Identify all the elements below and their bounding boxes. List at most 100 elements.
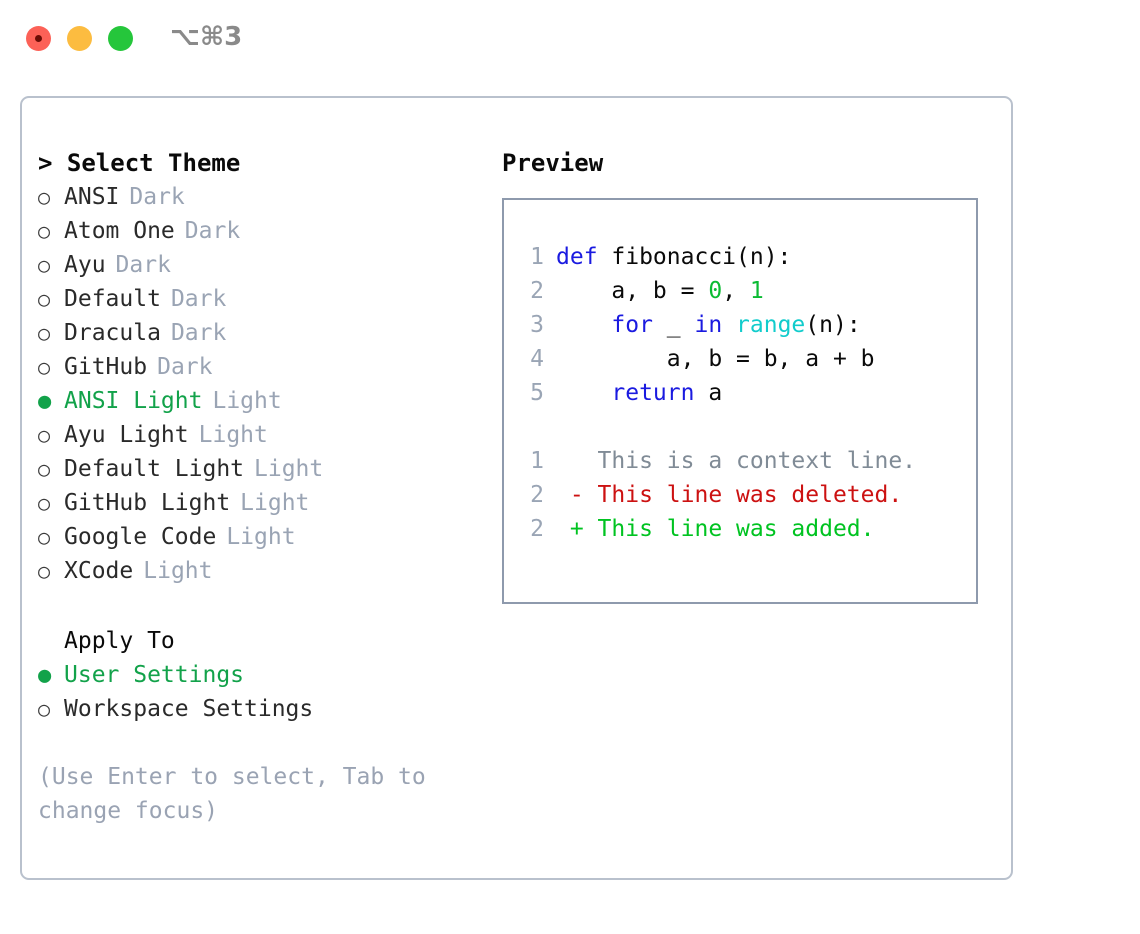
radio-unselected-icon: ○	[38, 321, 51, 345]
radio-unselected-icon: ○	[38, 355, 51, 379]
code-token: a	[694, 380, 723, 406]
theme-option-label: Dracula	[64, 320, 161, 346]
code-text: for _ in range(n):	[556, 308, 861, 342]
apply-to-option-label: Workspace Settings	[64, 696, 314, 722]
diff-text: This is a context line.	[556, 448, 917, 474]
code-text: def fibonacci(n):	[556, 240, 791, 274]
page-title: > Select Theme	[38, 149, 241, 177]
theme-option-label: Ayu Light	[64, 422, 189, 448]
radio-selected-icon: ●	[38, 663, 52, 688]
preview-title: Preview	[502, 149, 604, 177]
code-text: return a	[556, 376, 722, 410]
radio-unselected-icon: ○	[38, 457, 51, 481]
theme-option-label: Atom One	[64, 218, 175, 244]
theme-option-label: Default	[64, 286, 161, 312]
theme-option-variant: Light	[226, 524, 296, 550]
theme-option-variant: Light	[143, 558, 213, 584]
apply-to-title: Apply To	[64, 628, 175, 654]
code-token: a, b = b, a + b	[556, 346, 875, 372]
theme-option-variant: Light	[240, 490, 310, 516]
line-number: 5	[530, 380, 544, 406]
theme-option-variant: Dark	[115, 252, 171, 278]
diff-text: - This line was deleted.	[556, 482, 903, 508]
radio-unselected-icon: ○	[38, 287, 51, 311]
theme-option-label: Ayu	[64, 252, 106, 278]
theme-option-label: XCode	[64, 558, 134, 584]
theme-option-variant: Dark	[157, 354, 213, 380]
keyboard-shortcut-label: ⌥⌘3	[170, 22, 243, 52]
keyboard-hint: (Use Enter to select, Tab to change focu…	[38, 764, 440, 824]
theme-option[interactable]: ○ Default Light Light	[38, 452, 478, 486]
traffic-lights	[26, 26, 133, 51]
code-token	[556, 312, 611, 338]
theme-option[interactable]: ○ Dracula Dark	[38, 316, 478, 350]
theme-option-label: ANSI Light	[64, 388, 203, 414]
line-number: 1	[530, 448, 544, 474]
code-token: a, b =	[556, 278, 709, 304]
code-diff-spacer	[514, 410, 970, 444]
theme-option[interactable]: ○ Ayu Dark	[38, 248, 478, 282]
theme-option-label: Google Code	[64, 524, 217, 550]
code-text: a, b = 0, 1	[556, 274, 764, 308]
minimize-button[interactable]	[67, 26, 92, 51]
theme-option-label: ANSI	[64, 184, 120, 210]
theme-option-variant: Dark	[170, 286, 227, 312]
title-bar: ⌥⌘3	[0, 0, 1140, 78]
diff-line: 1 This is a context line.	[514, 444, 970, 478]
code-token	[722, 312, 736, 338]
radio-unselected-icon: ○	[38, 491, 51, 515]
theme-option[interactable]: ○ GitHub Dark	[38, 350, 478, 384]
theme-option[interactable]: ● ANSI Light Light	[38, 384, 478, 418]
apply-to-option[interactable]: ○ Workspace Settings	[38, 692, 478, 726]
code-token: ,	[722, 278, 750, 304]
code-token: range	[736, 312, 806, 338]
code-token: def	[556, 244, 598, 270]
code-sample: 1 def fibonacci(n): 2 a, b = 0, 1 3 for _ i…	[514, 240, 970, 546]
radio-selected-icon: ●	[38, 389, 52, 414]
theme-option-label: Default Light	[64, 456, 245, 482]
line-number: 2	[530, 516, 544, 542]
apply-to-option[interactable]: ●User Settings	[38, 658, 478, 692]
radio-unselected-icon: ○	[38, 185, 51, 209]
code-token: 0	[708, 278, 723, 304]
code-line: 4 a, b = b, a + b	[514, 342, 970, 376]
code-token: for	[611, 312, 653, 338]
radio-unselected-icon: ○	[38, 697, 51, 721]
code-token: _	[652, 312, 695, 338]
code-token	[556, 380, 611, 406]
apply-to-list[interactable]: ●User Settings ○ Workspace Settings	[38, 658, 478, 726]
diff-text: + This line was added.	[556, 516, 875, 542]
line-number: 2	[530, 482, 544, 508]
code-token: in	[694, 312, 723, 338]
theme-option[interactable]: ○ Default Dark	[38, 282, 478, 316]
code-text: a, b = b, a + b	[556, 342, 875, 376]
radio-unselected-icon: ○	[38, 423, 51, 447]
theme-option-variant: Dark	[170, 320, 227, 346]
code-line: 5 return a	[514, 376, 970, 410]
diff-line: 2 - This line was deleted.	[514, 478, 970, 512]
theme-option-variant: Light	[254, 456, 324, 482]
code-token: 1	[749, 278, 764, 304]
line-number: 3	[530, 312, 544, 338]
theme-option-label: GitHub	[64, 354, 148, 380]
close-button[interactable]	[26, 26, 51, 51]
theme-option[interactable]: ○ ANSI Dark	[38, 180, 478, 214]
code-token: (n):	[805, 312, 861, 338]
radio-unselected-icon: ○	[38, 253, 51, 277]
line-number: 4	[530, 346, 544, 372]
theme-option-variant: Dark	[129, 184, 185, 210]
theme-option-variant: Light	[212, 388, 282, 414]
code-token: fibonacci(n):	[597, 244, 792, 270]
zoom-button[interactable]	[108, 26, 133, 51]
line-number: 1	[530, 244, 544, 270]
diff-line: 2 + This line was added.	[514, 512, 970, 546]
